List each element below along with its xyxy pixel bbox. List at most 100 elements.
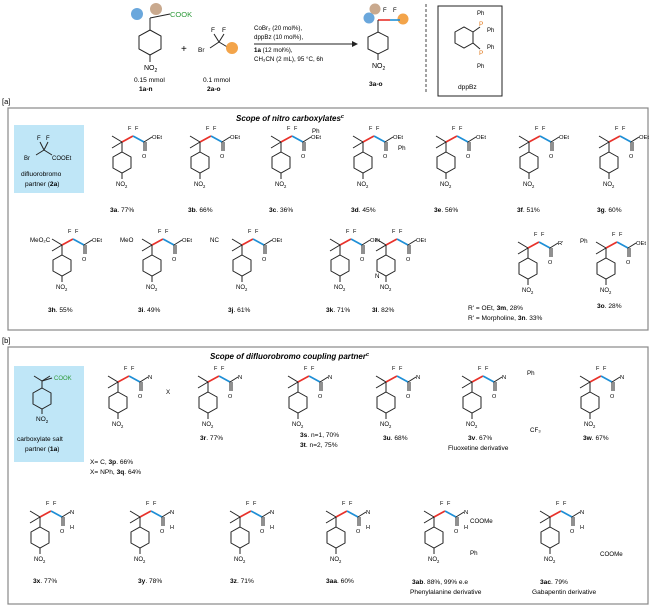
methyl-bond (598, 141, 610, 149)
tail-label: OEt (92, 238, 102, 244)
methyl-bond (352, 135, 364, 143)
salt-line2: partner (1a) (25, 446, 59, 453)
tail-label: N (238, 375, 242, 381)
fluorine-label: F (349, 501, 353, 507)
cf2-bond (456, 135, 469, 143)
nitroaryl-ring (376, 254, 396, 277)
methyl-bond (539, 510, 551, 518)
methyl-bond (229, 516, 241, 524)
oxygen-label: O (406, 394, 411, 400)
new-c-c-bond (605, 241, 618, 249)
nitro-group: NO2 (357, 182, 369, 189)
fluorine-label: F (124, 366, 128, 372)
methyl-bond (189, 135, 201, 143)
partner-br: Br (198, 47, 205, 54)
nitroaryl-ring (230, 526, 250, 549)
tail-bond (361, 239, 371, 246)
oxygen-label: O (549, 154, 554, 160)
section-a-tag: [a] (2, 97, 10, 106)
nitro-group: NO2 (236, 285, 248, 292)
nitroaryl-ring (599, 151, 619, 174)
fluorine-label: F (46, 501, 50, 507)
label-3ab: 3ab. 88%, 99% e.e (412, 579, 468, 586)
tail-label: R' (558, 241, 563, 247)
tail-bond (302, 136, 312, 143)
methyl-bond (197, 375, 209, 383)
methyl-bond (141, 244, 153, 252)
methyl-bond (231, 244, 243, 252)
condition-1: CoBr₂ (20 mol%), (254, 25, 302, 32)
fluorine-label: F (248, 229, 252, 235)
cf2-bond (444, 510, 457, 518)
methyl-bond (595, 241, 607, 249)
ligand-ph4: Ph (477, 64, 484, 70)
yield-label: 3i. 49% (138, 307, 160, 314)
methyl-bond (141, 238, 153, 246)
amide-h: H (366, 525, 370, 531)
new-c-c-bond (151, 238, 164, 246)
fluorine-label: F (287, 126, 291, 132)
cf2-bond (128, 375, 141, 383)
nitro-group: NO2 (275, 182, 287, 189)
oxygen-label: O (228, 394, 233, 400)
ligand-ph2: Ph (487, 28, 494, 34)
methyl-bond (329, 238, 341, 246)
yield-label: 3c. 36% (269, 207, 293, 214)
fluorine-label: F (253, 501, 257, 507)
methyl-bond (287, 375, 299, 383)
section-b-frame (7, 346, 649, 605)
cf2-bond (396, 238, 409, 246)
cf2-bond (346, 510, 359, 518)
tail-label: N (366, 510, 370, 516)
methyl-bond (197, 381, 209, 389)
fluorine-label: F (542, 126, 546, 132)
tail-bond (407, 239, 417, 246)
tail-bond (630, 136, 640, 143)
label-ph-3o: Ph (580, 238, 588, 245)
tail-label: OEt (416, 238, 426, 244)
nitro-group: NO2 (380, 285, 392, 292)
tail-label: OEt (182, 238, 192, 244)
fluorine-label: F (153, 501, 157, 507)
methyl-bond (270, 135, 282, 143)
methyl-bond (29, 516, 41, 524)
oxygen-label: O (548, 260, 553, 266)
label-ph-3e: Ph (398, 145, 406, 152)
nitroaryl-ring (130, 526, 150, 549)
oxygen-label: O (172, 257, 177, 263)
nitro-group: NO2 (466, 422, 478, 429)
nitro-group: NO2 (380, 422, 392, 429)
label-meo2c: MeO₂C (30, 237, 51, 244)
fluorine-label: F (376, 126, 380, 132)
yield-label: 3h. 55% (48, 307, 73, 314)
cf2-bond (50, 510, 63, 518)
oxygen-label: O (360, 257, 365, 263)
partner-2a-f1: F (37, 136, 41, 142)
yield-label: 3k. 71% (326, 307, 350, 314)
salt-cook: COOK (54, 376, 72, 382)
substituent-circle-tan (150, 3, 162, 15)
label-nc: NC (210, 237, 219, 244)
tail-label: N (416, 375, 420, 381)
nitro-group: NO2 (603, 182, 615, 189)
fluorine-label: F (603, 366, 607, 372)
fluorine-label: F (563, 501, 567, 507)
cf2-bond (373, 135, 386, 143)
new-c-c-bond (385, 375, 398, 383)
label-3o: 3o. 28% (597, 303, 622, 310)
nitroaryl-ring (462, 391, 482, 414)
fluorine-label: F (392, 366, 396, 372)
oxygen-label: O (301, 154, 306, 160)
fluorine-label: F (459, 126, 463, 132)
fluorine-label: F (214, 366, 218, 372)
new-c-c-bond (139, 510, 152, 518)
methyl-bond (325, 510, 337, 518)
